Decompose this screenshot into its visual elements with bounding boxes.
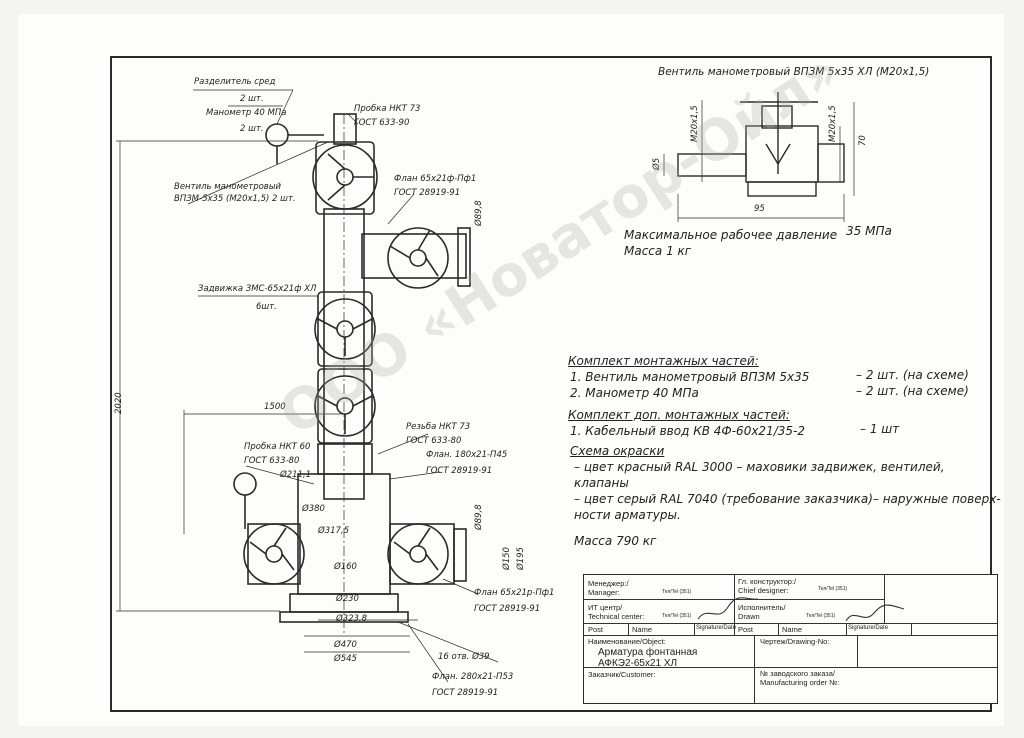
- kit-item-2-qty: – 2 шт. (на схеме): [856, 384, 969, 398]
- total-mass: Масса 790 кг: [574, 534, 657, 548]
- dim-d3238: Ø323,8: [336, 614, 368, 624]
- tech-center-label: ИТ центр/: [588, 603, 623, 612]
- dim-d545: Ø545: [334, 654, 357, 664]
- flange-top-gost: ГОСТ 28919-91: [394, 188, 461, 198]
- valve-label-2: ВПЗМ-5х35 (М20х1,5) 2 шт.: [174, 194, 296, 204]
- plug-top-label: Пробка НКТ 73: [354, 104, 421, 114]
- dim-d3175: Ø317,5: [318, 526, 350, 536]
- tech-center-tel: Тел/Tel (351): [662, 613, 692, 619]
- object-label: Наименование/Object:: [588, 637, 666, 646]
- flange-mid-gost: ГОСТ 28919-91: [426, 466, 493, 476]
- paint-item-2b: ности арматуры.: [574, 508, 681, 522]
- valve-thread-right: М20х1,5: [828, 105, 838, 142]
- valve-h70: 70: [858, 135, 868, 146]
- gate-valve-qty: 6шт.: [256, 302, 277, 312]
- plug-top-gost: ГОСТ 633-90: [354, 118, 410, 128]
- thread-gost: ГОСТ 633-80: [406, 436, 462, 446]
- separator-qty: 2 шт.: [240, 94, 264, 104]
- kit-item-1-qty: – 2 шт. (на схеме): [856, 368, 969, 382]
- dim-d898-top: Ø89,8: [474, 200, 484, 226]
- object-name-2: АФКЭ2-65х21 ХЛ: [598, 658, 678, 669]
- post-label-2: Post: [738, 625, 754, 634]
- executor-tel: Тел/Tel (351): [806, 613, 836, 619]
- manager-tel: Тел/Tel (351): [662, 589, 692, 595]
- kit-title: Комплект монтажных частей:: [568, 354, 759, 368]
- manager-label: Менеджер:/: [588, 579, 629, 588]
- dim-d195: Ø195: [516, 547, 526, 570]
- thread-label: Резьба НКТ 73: [406, 422, 471, 432]
- kit-item-1: 1. Вентиль манометровый ВПЗМ 5х35: [570, 370, 810, 384]
- dim-d160: Ø160: [334, 562, 357, 572]
- object-name-1: Арматура фонтанная: [598, 647, 698, 658]
- chief-tel: Тел/Tel (351): [818, 586, 848, 592]
- wellhead-assembly-drawing: [116, 89, 855, 683]
- dim-d230: Ø230: [336, 594, 359, 604]
- paint-title: Схема окраски: [570, 444, 665, 458]
- tech-center-label-en: Technical center:: [588, 612, 645, 621]
- flange-right-gost: ГОСТ 28919-91: [474, 604, 541, 614]
- flange-top-label: Флан 65х21ф-Пф1: [394, 174, 477, 184]
- paint-item-1a: – цвет красный RAL 3000 – маховики задви…: [574, 460, 945, 474]
- gate-valve-label: Задвижка ЗМС-65х21ф ХЛ: [198, 284, 317, 294]
- extra-kit-item-1-qty: – 1 шт: [860, 422, 900, 436]
- order-label-en: Manufacturing order №:: [760, 678, 840, 687]
- separator-label: Разделитель сред: [194, 77, 276, 87]
- dim-d150: Ø150: [502, 547, 512, 570]
- post-label-1: Post: [588, 625, 604, 634]
- dim-d898-bottom: Ø89,8: [474, 504, 484, 530]
- executor-label: Исполнитель/: [738, 603, 786, 612]
- chief-label-en: Chief designer:: [738, 586, 789, 595]
- extra-kit-title: Комплект доп. монтажных частей:: [568, 408, 790, 422]
- drawing-sheet: Разделитель сред 2 шт. Манометр 40 МПа 2…: [18, 14, 1004, 726]
- drawing-frame: [110, 56, 992, 712]
- manager-label-en: Manager:: [588, 588, 620, 597]
- signature-label-1: Signature/Date: [696, 625, 737, 631]
- order-label: № заводского заказа/: [760, 669, 835, 678]
- flange-bottom-gost: ГОСТ 28919-91: [432, 688, 499, 698]
- gauge-qty: 2 шт.: [240, 124, 264, 134]
- gauge-label: Манометр 40 МПа: [206, 108, 287, 118]
- dim-height: 2020: [114, 392, 124, 414]
- signature: [845, 604, 905, 622]
- dim-d380: Ø380: [302, 504, 325, 514]
- kit-item-2: 2. Манометр 40 МПа: [570, 386, 699, 400]
- valve-thread-left: М20х1,5: [690, 105, 700, 142]
- dim-d2111: Ø211,1: [280, 470, 312, 480]
- title-block: Менеджер:/ Manager: Тел/Tel (351) Гл. ко…: [583, 574, 998, 704]
- valve-label-1: Вентиль манометровый: [174, 182, 282, 192]
- max-pressure-label: Максимальное рабочее давление: [624, 228, 838, 242]
- drawing-no-label: Чертеж/Drawing-No:: [760, 637, 830, 646]
- valve-w95: 95: [754, 204, 765, 214]
- executor-label-en: Drawn: [738, 612, 760, 621]
- name-label-1: Name: [632, 625, 653, 634]
- bolts-label: 16 отв. Ø39: [438, 652, 490, 662]
- flange-bottom-label: Флан. 280х21-П53: [432, 672, 514, 682]
- max-pressure-value: 35 МПа: [846, 224, 892, 238]
- name-label-2: Name: [782, 625, 803, 634]
- dim-width: 1500: [264, 402, 286, 412]
- flange-mid-label: Флан. 180х21-П45: [426, 450, 508, 460]
- plug60-gost: ГОСТ 633-80: [244, 456, 300, 466]
- paint-item-1b: клапаны: [574, 476, 629, 490]
- valve-d5: Ø5: [652, 157, 662, 170]
- signature-label-2: Signature/Date: [848, 625, 889, 631]
- plug60-label: Пробка НКТ 60: [244, 442, 311, 452]
- customer-label: Заказчик/Customer:: [588, 670, 656, 679]
- dim-d470: Ø470: [334, 640, 357, 650]
- chief-label: Гл. конструктор:/: [738, 577, 797, 586]
- signature: [697, 597, 759, 620]
- paint-item-2a: – цвет серый RAL 7040 (требование заказч…: [574, 492, 1001, 506]
- flange-right-label: Флан 65х21р-Пф1: [474, 588, 555, 598]
- valve-detail-title: Вентиль манометровый ВПЗМ 5х35 ХЛ (М20х1…: [658, 66, 930, 78]
- valve-mass: Масса 1 кг: [624, 244, 692, 258]
- extra-kit-item-1: 1. Кабельный ввод КВ 4Ф-60х21/35-2: [570, 424, 805, 438]
